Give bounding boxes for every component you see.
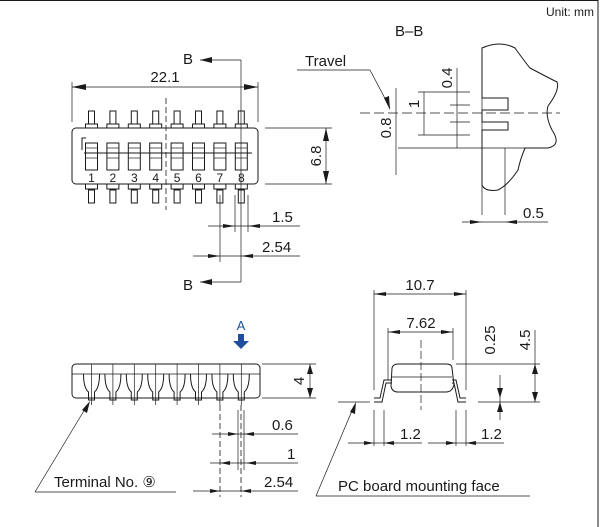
terminal-pin: [125, 364, 143, 405]
pin-shoulder: [192, 183, 205, 190]
pin-shoulder: [170, 123, 184, 129]
dim-0-4: 0.4: [439, 68, 456, 89]
dim-0-5: 0.5: [523, 205, 544, 222]
view-arrow-label: A: [237, 318, 246, 333]
height-dim-4-5: 4.5: [517, 330, 534, 351]
height-dim-4: 4: [291, 377, 308, 385]
lead-right-dim: 1.2: [481, 426, 502, 443]
terminal-pin: [83, 364, 100, 405]
switch-number: 1: [88, 171, 95, 185]
travel-label: Travel: [305, 53, 346, 70]
switch-number: 8: [238, 171, 245, 185]
dim-1: 1: [406, 100, 423, 108]
front-view: 10.7 7.62 0.25 4.5 1.2 1.2 PC board moun…: [315, 277, 540, 497]
switch-actuator: [192, 142, 205, 171]
pin-shoulder: [85, 123, 98, 129]
pitch-dim-side: 2.54: [264, 474, 293, 491]
pin-top: [130, 110, 138, 125]
pin-top: [195, 110, 202, 125]
section-hatch: [481, 43, 559, 191]
terminal-pin: [168, 364, 186, 405]
pin-bottom: [130, 189, 138, 204]
switch-number: 4: [152, 171, 159, 185]
pin-shoulder: [213, 183, 227, 190]
standoff-dim-0-25: 0.25: [482, 325, 499, 354]
pin-top: [152, 110, 160, 125]
mount-face-label: PC board mounting face: [338, 478, 500, 495]
switch-number: 7: [217, 171, 224, 185]
terminal-label: Terminal No. ⑨: [54, 474, 156, 491]
pin-bottom: [88, 189, 95, 204]
pin-shoulder: [85, 183, 98, 190]
section-title: B–B: [395, 23, 423, 40]
terminal-pin: [232, 364, 250, 405]
pin-width-dim-1-5: 1.5: [272, 209, 293, 226]
unit-label: Unit: mm: [546, 5, 594, 19]
width-dim-22-1: 22.1: [150, 69, 179, 86]
pin-top: [173, 110, 181, 125]
section-marker-top: B: [183, 51, 193, 68]
pin-top: [216, 110, 224, 125]
row-dim-7-62: 7.62: [406, 315, 435, 332]
switch-actuator: [127, 142, 141, 171]
view-arrow-icon: [233, 334, 249, 349]
pin-shoulder: [127, 123, 141, 129]
pin-shoulder: [106, 123, 120, 129]
switch-number: 5: [174, 171, 181, 185]
pin-bottom: [195, 189, 202, 204]
switch-actuator: [170, 142, 184, 171]
switch-body-front: [390, 363, 455, 393]
switch-actuator: [213, 142, 227, 171]
switch-3[interactable]: 3: [127, 110, 141, 204]
terminal-pin: [147, 364, 165, 405]
lead-left-dim: 1.2: [400, 426, 421, 443]
pin-bottom: [109, 189, 117, 204]
switch-body-side: [71, 363, 261, 399]
switch-body-top: [71, 127, 259, 185]
pitch-dim-2-54: 2.54: [262, 239, 291, 256]
height-dim-6-8: 6.8: [308, 146, 325, 167]
dim-0-8: 0.8: [378, 118, 395, 139]
switch-number: 6: [195, 171, 202, 185]
pin-bottom: [152, 189, 160, 204]
pin-shoulder: [213, 123, 227, 129]
side-view: A 4 0.6 1 2.54 Terminal No. ⑨: [34, 318, 316, 497]
section-marker-bottom: B: [183, 277, 193, 294]
pin-bottom: [173, 189, 181, 204]
dim-1-side: 1: [287, 446, 295, 463]
pin-shoulder: [192, 123, 205, 129]
section-view: B–B Travel 0.4 1 0.8 0.5: [297, 23, 560, 224]
pin-shoulder: [149, 183, 163, 190]
pin-shoulder: [127, 183, 141, 190]
switch-number: 3: [131, 171, 138, 185]
switch-number: 2: [110, 171, 117, 185]
terminal-pin: [190, 364, 207, 405]
width-dim-10-7: 10.7: [405, 277, 434, 294]
switch-5[interactable]: 5: [170, 110, 184, 204]
switch-actuator: [149, 142, 163, 171]
switch-actuator: [85, 142, 98, 171]
terminal-pin: [211, 364, 229, 405]
switch-actuator: [106, 142, 120, 171]
dim-0-6: 0.6: [272, 417, 293, 434]
pin-top: [109, 110, 117, 125]
pin-top: [88, 110, 95, 125]
pin-shoulder: [149, 123, 163, 129]
pin-shoulder: [106, 183, 120, 190]
terminal-pin: [104, 364, 122, 405]
switch-2[interactable]: 2: [106, 110, 120, 204]
switch-7[interactable]: 7: [213, 110, 227, 204]
pin-shoulder: [170, 183, 184, 190]
switch-6[interactable]: 6: [192, 110, 205, 204]
switch-4[interactable]: 4: [149, 110, 163, 204]
switch-1[interactable]: 1: [85, 110, 98, 204]
